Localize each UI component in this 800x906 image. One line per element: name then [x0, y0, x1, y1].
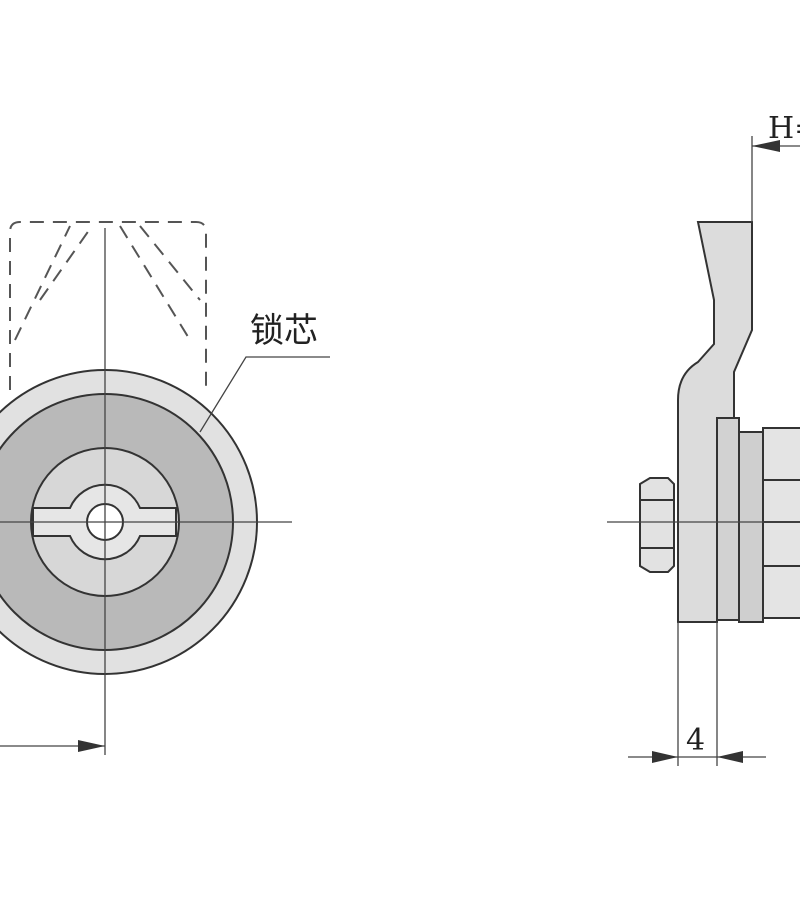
dimension-4-label: 4 — [686, 723, 705, 758]
cam-dashed-outline — [9, 221, 207, 390]
lock-core-leader — [199, 356, 330, 433]
front-view: 锁芯 — [0, 221, 330, 755]
dim4-arrow-right — [717, 751, 743, 763]
dim4-arrow-left — [652, 751, 678, 763]
front-dimension-arrow — [78, 740, 105, 752]
lock-core-label: 锁芯 — [250, 311, 318, 351]
body-plate — [738, 431, 764, 623]
side-view: H= 4 — [607, 111, 800, 766]
hex-nut — [639, 477, 675, 573]
dimension-h-label: H= — [768, 111, 800, 146]
h-dimension-arrow — [752, 140, 780, 152]
washer — [716, 417, 740, 621]
